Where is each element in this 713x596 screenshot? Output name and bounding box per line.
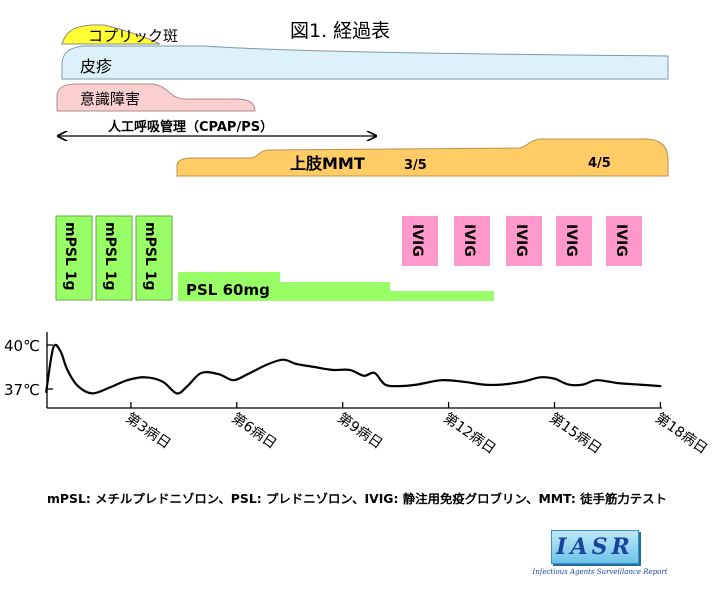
y-tick-label: 37℃ <box>4 381 40 399</box>
x-tick-label: 第18病日 <box>652 409 711 457</box>
x-tick-label: 第15病日 <box>546 409 605 457</box>
psl-bar <box>178 272 494 301</box>
mmt-label: 上肢MMT <box>290 154 365 173</box>
ivig-box: IVIG <box>556 216 592 266</box>
consciousness-band <box>56 83 256 112</box>
mmt-band <box>176 138 669 177</box>
x-tick-label: 第6病日 <box>229 409 280 452</box>
ivig-box: IVIG <box>454 216 490 266</box>
y-tick-label: 40℃ <box>4 337 40 355</box>
temperature-plot: 40℃ 37℃ 第3病日 第6病日 第9病日 第12病日第15病日第18病日 <box>4 332 711 458</box>
mpsl-box: mPSL 1g <box>55 215 93 301</box>
ivig-label: IVIG <box>563 224 579 257</box>
iasr-logo-subtitle: Infectious Agents Surveillance Report <box>532 568 668 576</box>
ivig-box: IVIG <box>402 216 438 266</box>
ivig-label: IVIG <box>513 224 529 257</box>
mpsl-box: mPSL 1g <box>135 215 173 301</box>
ivig-box: IVIG <box>506 216 542 266</box>
mpsl-label: mPSL 1g <box>142 222 158 291</box>
mmt-value-1: 3/5 <box>404 158 427 173</box>
ivig-label: IVIG <box>409 224 425 257</box>
consciousness-label: 意識障害 <box>80 90 140 108</box>
psl-label: PSL 60mg <box>186 281 270 299</box>
x-tick-label: 第12病日 <box>440 409 499 457</box>
ivig-label: IVIG <box>461 224 477 257</box>
x-tick-label: 第9病日 <box>334 409 385 452</box>
temperature-curve <box>45 343 662 395</box>
ivig-box: IVIG <box>606 216 642 266</box>
x-tick-label: 第3病日 <box>123 409 174 452</box>
ventilation-label: 人工呼吸管理（CPAP/PS） <box>108 119 273 135</box>
rash-label: 皮疹 <box>80 57 112 76</box>
footnote: mPSL: メチルプレドニゾロン、PSL: プレドニゾロン、IVIG: 静注用免… <box>47 491 667 506</box>
mpsl-label: mPSL 1g <box>102 222 118 291</box>
ivig-label: IVIG <box>613 224 629 257</box>
koplik-label: コプリック斑 <box>88 27 178 45</box>
mpsl-label: mPSL 1g <box>62 222 78 291</box>
mpsl-box: mPSL 1g <box>95 215 133 301</box>
iasr-logo: IASR <box>551 530 639 564</box>
koplik-band <box>61 24 161 45</box>
rash-band <box>61 45 669 80</box>
figure-title: 図1. 経過表 <box>290 20 390 42</box>
mmt-value-2: 4/5 <box>588 156 611 171</box>
iasr-logo-text: IASR <box>556 534 634 560</box>
